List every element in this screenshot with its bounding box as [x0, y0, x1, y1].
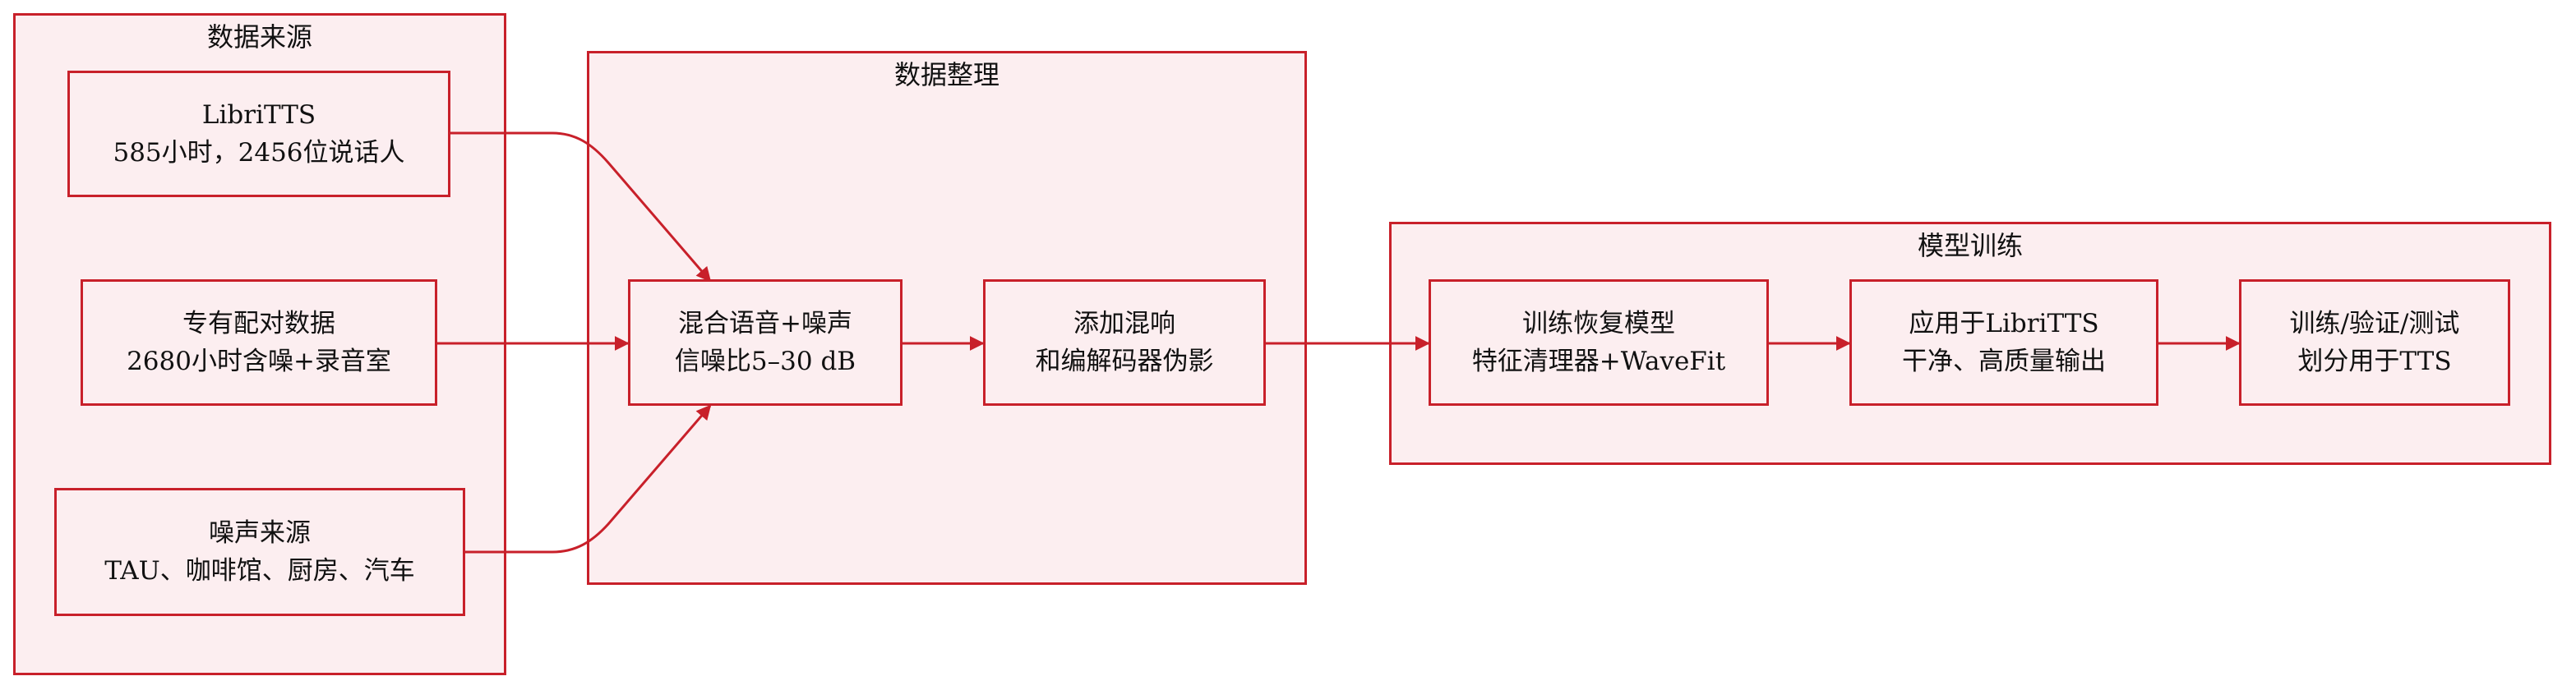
node-train-val-test-split: 训练/验证/测试 划分用于TTS	[2239, 279, 2510, 406]
group-title-data-prep: 数据整理	[893, 59, 999, 90]
node-split-line1: 训练/验证/测试	[2289, 309, 2460, 338]
node-paired-data-line2: 2680小时含噪+录音室	[127, 347, 391, 376]
node-paired-data-line1: 专有配对数据	[182, 309, 335, 338]
node-libritts: LibriTTS 585小时，2456位说话人	[67, 71, 450, 197]
node-split-line2: 划分用于TTS	[2297, 347, 2452, 376]
group-title-data-sources: 数据来源	[206, 21, 312, 53]
node-train-restoration-model: 训练恢复模型 特征清理器+WaveFit	[1429, 279, 1769, 406]
node-libritts-line1: LibriTTS	[201, 100, 316, 130]
node-noise-sources-line2: TAU、咖啡馆、厨房、汽车	[104, 556, 415, 586]
node-mix-speech-noise: 混合语音+噪声 信噪比5–30 dB	[628, 279, 903, 406]
node-reverb-line1: 添加混响	[1073, 309, 1175, 338]
node-noise-sources: 噪声来源 TAU、咖啡馆、厨房、汽车	[54, 488, 465, 616]
node-noise-sources-line1: 噪声来源	[209, 518, 311, 548]
group-title-model-training: 模型训练	[1917, 230, 2023, 261]
node-paired-data: 专有配对数据 2680小时含噪+录音室	[81, 279, 437, 406]
node-restore-line2: 特征清理器+WaveFit	[1471, 347, 1726, 376]
node-apply-line2: 干净、高质量输出	[1902, 347, 2106, 376]
node-mix-line2: 信噪比5–30 dB	[674, 347, 856, 376]
node-add-reverb: 添加混响 和编解码器伪影	[983, 279, 1266, 406]
node-mix-line1: 混合语音+噪声	[678, 309, 852, 338]
node-libritts-line2: 585小时，2456位说话人	[113, 138, 405, 168]
node-restore-line1: 训练恢复模型	[1522, 309, 1675, 338]
node-apply-line1: 应用于LibriTTS	[1909, 309, 2099, 338]
node-apply-to-libritts: 应用于LibriTTS 干净、高质量输出	[1849, 279, 2158, 406]
node-reverb-line2: 和编解码器伪影	[1035, 347, 1214, 376]
